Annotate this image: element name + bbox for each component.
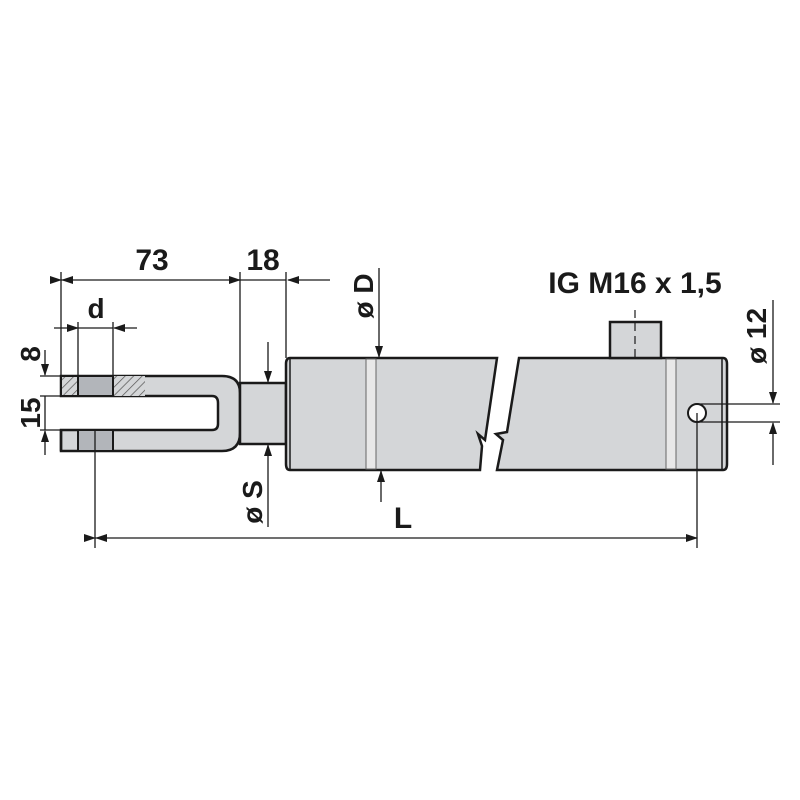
dim-8-label: 8 [15, 346, 46, 362]
weld-seam-right [665, 358, 677, 470]
weld-seam [365, 358, 377, 470]
dim-18-label: 18 [246, 244, 279, 277]
dim-15-label: 15 [15, 397, 46, 428]
dim-d-label: d [87, 293, 104, 324]
dim-tube-diameter-label: ø D [348, 273, 379, 318]
cylinder-tube-right [493, 310, 729, 472]
dim-eye-diameter-label: ø 12 [741, 308, 772, 364]
pin-top [77, 375, 114, 397]
dimension-lines [40, 268, 780, 548]
rod-neck [238, 381, 288, 446]
dim-rod-diameter-label: ø S [237, 480, 268, 524]
clevis [59, 374, 242, 453]
port-thread-label: IG M16 x 1,5 [548, 267, 721, 300]
cylinder-tube-left [284, 356, 499, 472]
dim-L-label: L [394, 502, 412, 535]
dim-73-label: 73 [135, 244, 168, 277]
